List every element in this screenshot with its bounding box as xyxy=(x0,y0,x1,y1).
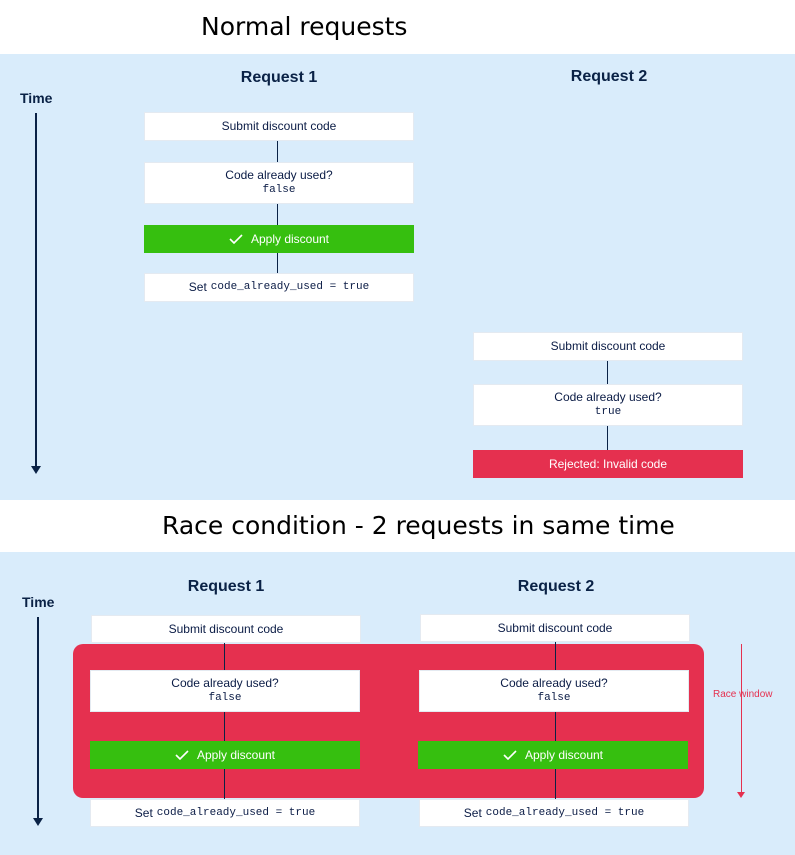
request-2-header: Request 2 xyxy=(517,578,595,595)
set-prefix: Set xyxy=(463,805,482,820)
request-1-header: Request 1 xyxy=(240,69,318,86)
race-window-label: Race window xyxy=(713,689,773,700)
step-label: Submit discount code xyxy=(497,620,613,635)
flow-connector xyxy=(277,140,278,274)
apply-discount-step: Apply discount xyxy=(418,741,688,769)
flow-connector xyxy=(555,641,556,801)
step-label: Rejected: Invalid code xyxy=(548,456,668,471)
check-value: false xyxy=(208,692,242,704)
set-prefix: Set xyxy=(188,280,207,294)
check-icon xyxy=(503,750,517,760)
submit-discount-step: Submit discount code xyxy=(144,112,414,141)
request-2-header: Request 2 xyxy=(570,68,648,85)
check-icon xyxy=(175,750,189,760)
step-label: Submit discount code xyxy=(168,621,284,636)
step-label: Apply discount xyxy=(196,747,276,762)
apply-discount-step: Apply discount xyxy=(90,741,360,769)
check-value: false xyxy=(537,692,571,704)
step-label: Apply discount xyxy=(524,747,604,762)
code-check-step: Code already used? true xyxy=(473,384,743,426)
step-label: Code already used? xyxy=(171,676,279,690)
check-value: false xyxy=(262,184,296,196)
code-check-step: Code already used? false xyxy=(419,670,689,712)
rejected-step: Rejected: Invalid code xyxy=(473,450,743,478)
step-label: Apply discount xyxy=(250,231,330,246)
set-code: code_already_used = true xyxy=(210,281,370,293)
step-label: Code already used? xyxy=(554,390,662,404)
check-icon xyxy=(229,234,243,244)
step-label: Code already used? xyxy=(500,676,608,690)
step-label: Code already used? xyxy=(225,168,333,182)
submit-discount-step: Submit discount code xyxy=(420,614,690,642)
time-axis-arrowhead xyxy=(31,466,41,474)
set-code: code_already_used = true xyxy=(156,806,316,819)
time-axis xyxy=(35,113,37,467)
check-value: true xyxy=(594,406,622,418)
race-condition-title: Race condition - 2 requests in same time xyxy=(162,511,675,540)
request-1-header: Request 1 xyxy=(187,578,265,595)
code-check-step: Code already used? false xyxy=(144,162,414,204)
time-axis-arrowhead xyxy=(33,818,43,826)
set-code-used-step: Set code_already_used = true xyxy=(90,799,360,827)
flow-connector xyxy=(224,641,225,801)
submit-discount-step: Submit discount code xyxy=(91,615,361,643)
set-code-used-step: Set code_already_used = true xyxy=(419,799,689,827)
apply-discount-step: Apply discount xyxy=(144,225,414,253)
race-window-arrowhead xyxy=(737,792,745,798)
set-prefix: Set xyxy=(134,805,153,820)
race-window-highlight xyxy=(73,644,704,798)
step-label: Submit discount code xyxy=(550,339,666,353)
code-check-step: Code already used? false xyxy=(90,670,360,712)
step-label: Submit discount code xyxy=(221,119,337,133)
time-axis xyxy=(37,617,39,819)
race-window-arrow xyxy=(741,644,742,792)
time-label: Time xyxy=(20,90,53,106)
set-code: code_already_used = true xyxy=(485,806,645,819)
set-code-used-step: Set code_already_used = true xyxy=(144,273,414,302)
time-label: Time xyxy=(22,594,55,610)
submit-discount-step: Submit discount code xyxy=(473,332,743,361)
normal-requests-title: Normal requests xyxy=(201,12,408,41)
